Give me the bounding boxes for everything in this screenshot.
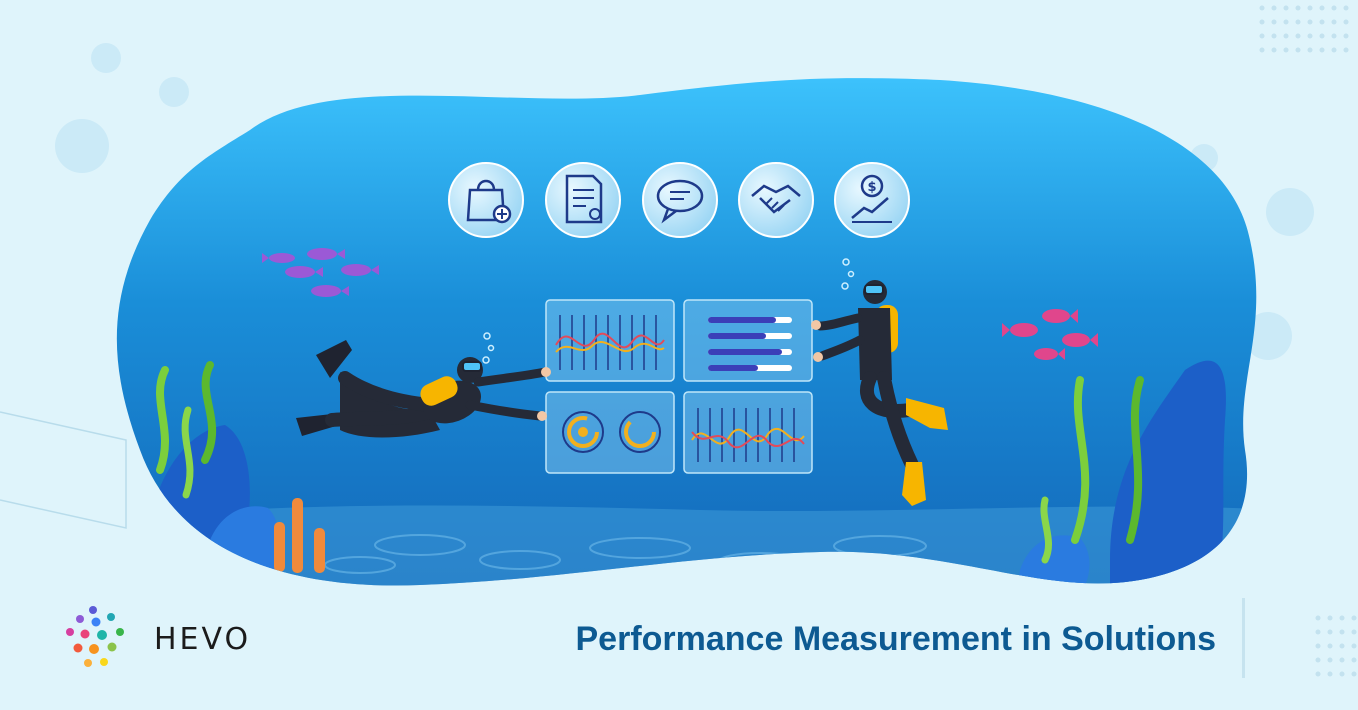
handshake-icon xyxy=(738,162,814,238)
fish-school-left xyxy=(262,248,379,297)
wave-chart-panel xyxy=(683,391,813,474)
hevo-logo: HEVO xyxy=(66,604,251,674)
donut-gauges-panel xyxy=(545,391,675,474)
progress-bars-panel xyxy=(683,299,813,382)
decorative-line-shape xyxy=(0,411,127,529)
dashboard-panels xyxy=(545,299,813,474)
kpi-icons: $ xyxy=(448,162,910,238)
shopping-bag-plus-icon xyxy=(448,162,524,238)
dot-grid-top-right xyxy=(1259,5,1349,53)
diver-right xyxy=(811,280,948,506)
fish-school-right xyxy=(1002,309,1098,360)
hevo-dots-logo-icon xyxy=(66,606,124,667)
page-title: Performance Measurement in Solutions xyxy=(575,620,1217,658)
document-certificate-icon xyxy=(545,162,621,238)
brand-name: HEVO xyxy=(154,621,252,657)
line-chart-panel xyxy=(545,299,675,382)
air-bubbles xyxy=(482,258,855,364)
svg-text:$: $ xyxy=(867,180,876,195)
divider-line xyxy=(1242,598,1245,678)
diver-left xyxy=(296,340,551,438)
chat-bubbles-icon xyxy=(642,162,718,238)
dollar-growth-chart-icon: $ xyxy=(834,162,910,238)
dot-grid-bottom-right xyxy=(1315,615,1357,677)
